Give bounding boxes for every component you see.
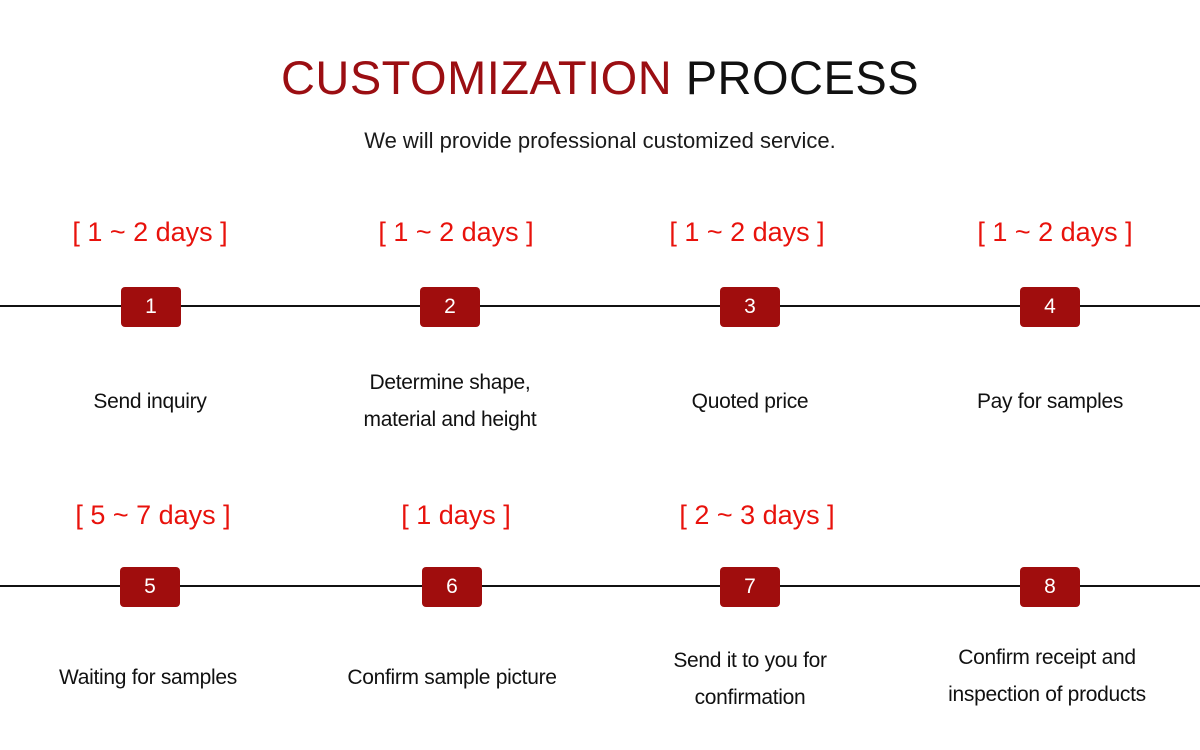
step-number-badge: 4 — [1020, 287, 1080, 327]
step-label: Send it to you for confirmation — [673, 649, 827, 709]
step-duration: [ 1 days ] — [401, 500, 511, 530]
step-label: Waiting for samples — [59, 666, 237, 689]
timeline-row-2 — [0, 585, 1200, 587]
page-subtitle: We will provide professional customized … — [364, 128, 836, 153]
timeline-row-1 — [0, 305, 1200, 307]
title-rest: PROCESS — [685, 51, 920, 104]
step-number-badge: 2 — [420, 287, 480, 327]
step-label: Send inquiry — [93, 390, 207, 413]
step-label: Pay for samples — [976, 390, 1124, 413]
step-duration: [ 2 ~ 3 days ] — [679, 500, 835, 530]
step-number-badge: 5 — [120, 567, 180, 607]
step-duration: [ 1 ~ 2 days ] — [72, 217, 228, 247]
title-accent: CUSTOMIZATION — [280, 51, 673, 104]
page-title: CUSTOMIZATION PROCESS — [0, 50, 1200, 106]
step-number-badge: 3 — [720, 287, 780, 327]
step-duration: [ 1 ~ 2 days ] — [378, 217, 534, 247]
step-number-badge: 1 — [121, 287, 181, 327]
step-number-badge: 7 — [720, 567, 780, 607]
step-duration: [ 5 ~ 7 days ] — [75, 500, 231, 530]
step-duration: [ 1 ~ 2 days ] — [669, 217, 825, 247]
step-label: Quoted price — [691, 390, 809, 413]
step-label: Determine shape, material and height — [363, 371, 537, 431]
step-label: Confirm receipt and inspection of produc… — [948, 646, 1146, 706]
step-duration: [ 1 ~ 2 days ] — [977, 217, 1133, 247]
step-number-badge: 6 — [422, 567, 482, 607]
step-label: Confirm sample picture — [347, 666, 557, 689]
step-number-badge: 8 — [1020, 567, 1080, 607]
